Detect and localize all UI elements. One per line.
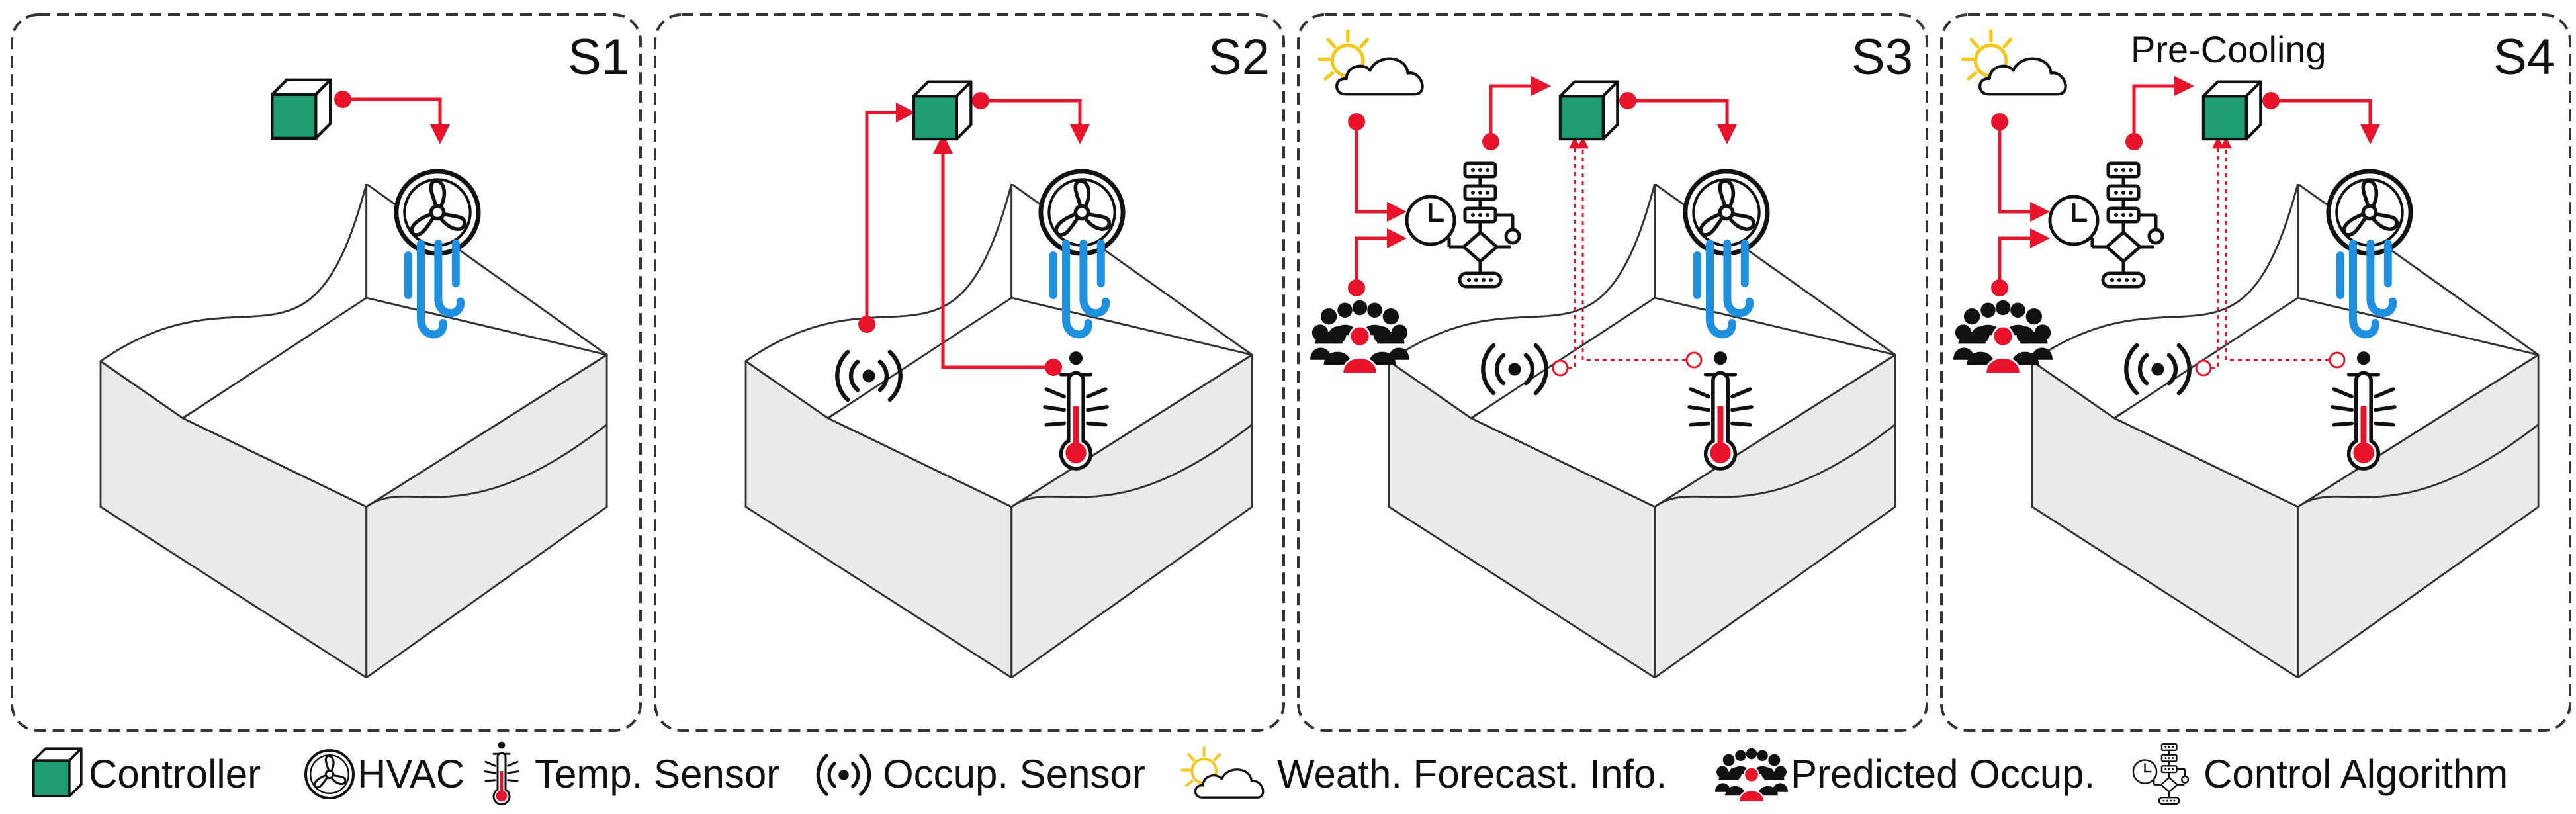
weather-forecast-icon — [1963, 31, 2066, 94]
legend-label-temp-sensor: Temp. Sensor — [535, 752, 779, 796]
link-node — [1991, 113, 2008, 130]
legend: Controller HVAC Temp. Sensor Occup. Sens… — [32, 741, 2508, 806]
algorithm-to-controller-link — [2132, 76, 2194, 142]
occupancy-sensor-icon — [818, 756, 869, 794]
link-node — [1045, 359, 1062, 376]
weather-forecast-icon — [1182, 748, 1263, 797]
temperature-sensor-icon — [484, 741, 519, 806]
algorithm-to-controller-link — [1489, 76, 1551, 142]
temperature-to-controller-link — [933, 134, 1053, 369]
control-algorithm-icon — [1407, 163, 1519, 287]
legend-item-occupancy-sensor: Occup. Sensor — [818, 752, 1145, 796]
legend-label-control-algorithm: Control Algorithm — [2203, 752, 2508, 796]
legend-item-weather: Weath. Forecast. Info. — [1182, 748, 1667, 797]
weather-to-algorithm-link — [1355, 122, 1407, 222]
temperature-dotted-link — [1577, 136, 1694, 361]
crowd-to-algorithm-link — [1998, 228, 2050, 288]
room-illustration — [99, 184, 608, 678]
legend-item-temp-sensor: Temp. Sensor — [484, 741, 779, 806]
room-illustration — [744, 184, 1253, 678]
controller-icon — [2203, 82, 2260, 139]
controller-to-hvac-link — [343, 97, 450, 144]
link-node — [1348, 113, 1365, 130]
panel-label-s2: S2 — [1208, 29, 1270, 85]
temperature-dotted-link — [2220, 136, 2337, 361]
legend-label-predicted-occupancy: Predicted Occup. — [1791, 752, 2095, 796]
weather-to-algorithm-link — [1998, 122, 2050, 222]
legend-label-hvac: HVAC — [357, 752, 465, 796]
predicted-occupancy-icon — [1310, 299, 1409, 375]
panel-s1: S1 — [11, 13, 642, 732]
controller-to-hvac-link — [1628, 99, 1737, 144]
link-node — [858, 316, 875, 333]
link-node — [1619, 92, 1636, 109]
panel-border — [1940, 13, 2571, 732]
link-node-hollow — [1685, 351, 1703, 369]
link-node — [2262, 92, 2280, 109]
occupancy-dotted-link — [2203, 136, 2224, 369]
panel-border — [11, 13, 642, 732]
control-algorithm-icon — [2132, 743, 2189, 805]
panel-s4: S4 Pre-Cooling — [1940, 13, 2571, 732]
legend-item-predicted-occupancy: Predicted Occup. — [1715, 747, 2095, 803]
panel-label-s3: S3 — [1851, 29, 1913, 85]
room-illustration — [2031, 184, 2540, 678]
controller-icon — [32, 747, 83, 797]
controller-to-hvac-link — [2271, 99, 2380, 144]
room-illustration — [1388, 184, 1896, 678]
weather-forecast-icon — [1320, 31, 1423, 94]
link-node-hollow — [2329, 351, 2346, 369]
panel-border — [654, 13, 1285, 732]
panel-border — [1297, 13, 1928, 732]
controller-icon — [272, 80, 330, 138]
panel-label-s1: S1 — [568, 29, 629, 85]
controller-to-hvac-link — [981, 99, 1090, 144]
occupancy-to-controller-link — [865, 103, 916, 324]
legend-label-occupancy-sensor: Occup. Sensor — [883, 752, 1145, 796]
legend-item-control-algorithm: Control Algorithm — [2132, 743, 2508, 805]
predicted-occupancy-icon — [1953, 299, 2053, 375]
panel-label-s4: S4 — [2493, 29, 2555, 85]
link-node — [2125, 133, 2143, 150]
controller-icon — [914, 82, 971, 139]
link-node-hollow — [1552, 359, 1569, 377]
crowd-to-algorithm-link — [1355, 228, 1407, 288]
predicted-occupancy-icon — [1715, 747, 1788, 803]
legend-item-controller: Controller — [32, 747, 261, 797]
controller-icon — [1560, 82, 1617, 139]
panel-s2: S2 — [654, 13, 1285, 732]
legend-label-controller: Controller — [89, 752, 261, 796]
link-node — [1482, 133, 1499, 150]
hvac-fan-icon — [304, 749, 355, 799]
link-node — [334, 91, 351, 108]
link-node — [972, 92, 989, 109]
link-node — [1348, 279, 1365, 296]
pre-cooling-label: Pre-Cooling — [2131, 28, 2327, 70]
occupancy-dotted-link — [1560, 136, 1581, 369]
legend-item-hvac: HVAC — [304, 749, 465, 799]
panel-s3: S3 — [1297, 13, 1928, 732]
control-algorithm-icon — [2050, 163, 2162, 287]
link-node-hollow — [2195, 359, 2212, 377]
link-node — [1991, 279, 2008, 296]
legend-label-weather: Weath. Forecast. Info. — [1277, 752, 1667, 796]
